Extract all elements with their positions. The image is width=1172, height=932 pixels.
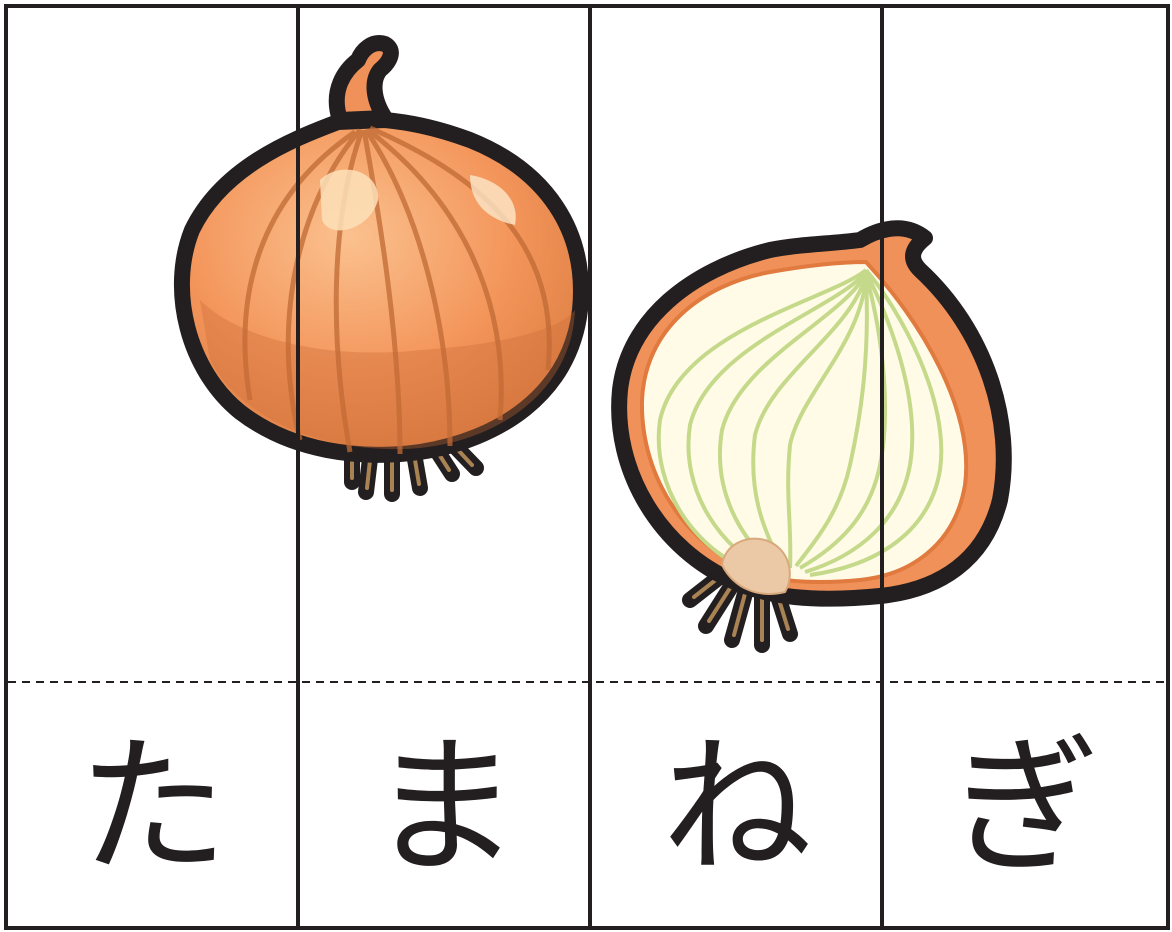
puzzle-piece-4-character: ぎ [949, 721, 1100, 895]
puzzle-piece-1-character: た [77, 721, 228, 895]
board-border [4, 4, 1170, 930]
puzzle-grid [4, 4, 1170, 930]
whole-onion-icon [173, 35, 589, 502]
halved-onion-icon [611, 220, 1012, 653]
puzzle-piece-3-character: ね [661, 721, 812, 895]
puzzle-piece-2-character: ま [369, 721, 520, 895]
